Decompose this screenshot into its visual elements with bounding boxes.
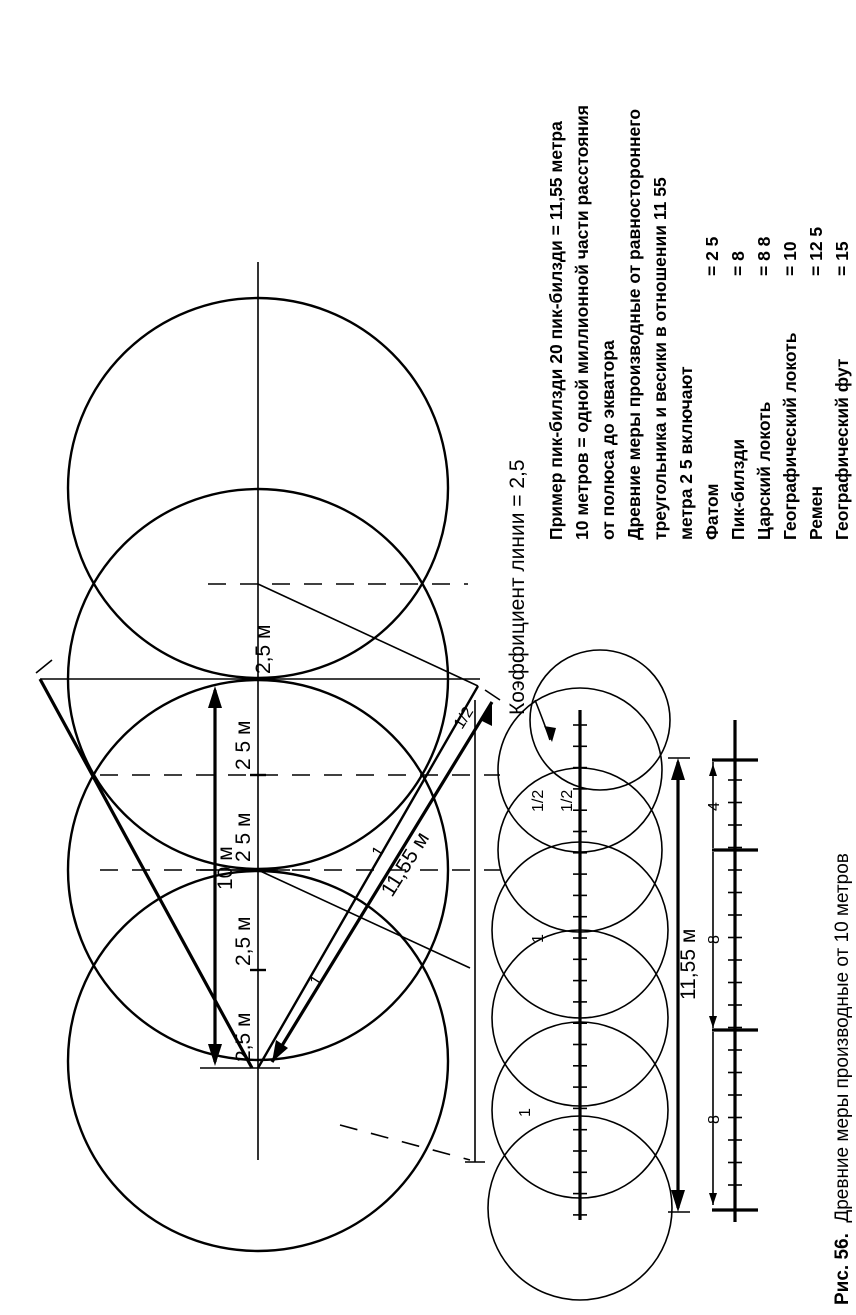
label-coefficient: Коэффициент линии = 2,5	[506, 459, 529, 715]
ruler2-arrows	[709, 762, 717, 1205]
note-line-3: от полюса до экватора	[598, 340, 618, 540]
measure-value-2: = 8	[728, 251, 748, 276]
notes-block: Пример пик-билзди 20 пик-билзди = 11,55 …	[546, 105, 852, 540]
label-eight-a: 8	[706, 1115, 723, 1124]
measure-name-3: Царский локоть	[754, 401, 774, 540]
svg-text:Рис. 56. Древние меры п: Рис. 56. Древние меры производные от 10 …	[832, 853, 853, 1305]
label-small-1155: 11,55 м	[677, 929, 700, 1000]
measure-name-1: Фатом	[702, 484, 722, 540]
caption-number: Рис. 56.	[832, 1233, 853, 1305]
label-seg3: 2 5 м	[232, 813, 255, 862]
measure-name-5: Ремен	[806, 486, 826, 540]
label-seg5: 2,5 м	[252, 625, 275, 674]
label-seg2: 2,5 м	[232, 917, 255, 966]
label-ten-m: 10 м	[214, 846, 237, 890]
diagram-labels: 2,5 м 2,5 м 2 5 м 2 5 м 2,5 м 10 м 11,55…	[214, 459, 723, 1124]
label-half-b: 1/2	[530, 790, 547, 812]
dimension-10m	[208, 686, 222, 1066]
label-eight-b: 8	[706, 935, 723, 944]
right-dimension	[465, 700, 485, 1163]
small-dimension-1155	[668, 757, 690, 1213]
note-line-5: треугольника и весики в отношении 11 55	[650, 177, 670, 540]
measure-name-2: Пик-билзди	[728, 439, 748, 540]
measure-name-6: Географический фут	[832, 358, 852, 540]
dimension-1155	[270, 689, 501, 1063]
label-1155: 11,55 м	[377, 828, 434, 901]
figure-caption: Рис. 56. Древние меры производные от 10 …	[832, 853, 853, 1305]
note-line-1: Пример пик-билзди 20 пик-билзди = 11,55 …	[546, 121, 566, 540]
note-line-6: метра 2 5 включают	[676, 366, 696, 540]
ruler-measures	[712, 720, 758, 1222]
caption-text: Древние меры производные от 10 метров	[832, 853, 853, 1223]
equilateral-triangle	[35, 659, 480, 1069]
label-one-c: 1	[517, 1108, 534, 1117]
ruler-small-circles	[573, 710, 587, 1220]
measure-name-4: Географический локоть	[780, 332, 800, 540]
label-four: 4	[706, 802, 723, 811]
measure-value-3: = 8 8	[754, 236, 774, 276]
measure-value-4: = 10	[780, 241, 800, 276]
label-seg4: 2 5 м	[232, 721, 255, 770]
measure-value-5: = 12 5	[806, 227, 826, 276]
dashed-guides	[100, 583, 500, 1161]
note-line-4: Древние меры производные от равносторонн…	[624, 109, 644, 540]
note-line-2: 10 метров = одной миллионной части расст…	[572, 105, 592, 540]
label-one-d: 1	[530, 934, 547, 943]
label-one-a: 1	[307, 972, 326, 989]
measure-value-1: = 2 5	[702, 236, 722, 276]
measure-value-6: = 15	[832, 241, 852, 276]
label-half-c: 1/2	[559, 790, 576, 812]
label-seg1: 2,5 м	[232, 1013, 255, 1062]
